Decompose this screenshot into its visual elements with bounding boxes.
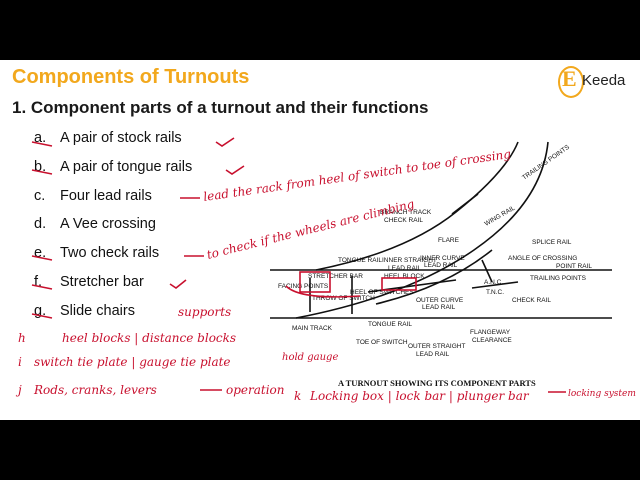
note-item-h: h: [18, 331, 26, 345]
note-check-rails: to check if the wheels are climbing: [205, 197, 416, 262]
item-marker: f.: [34, 273, 43, 290]
note-operation: operation: [226, 383, 285, 397]
label-tnc: T.N.C.: [486, 289, 504, 296]
handwritten-annotations: lead the rack from heel of switch to toe…: [15, 137, 636, 403]
label-outer-straight: OUTER STRAIGHT: [408, 343, 465, 350]
turnout-diagram: TRAILING POINTS BRANCH TRACK CHECK RAIL …: [270, 141, 612, 388]
item-text: A pair of stock rails: [60, 130, 182, 146]
label-splice-rail: SPLICE RAIL: [532, 239, 572, 246]
lead-rail-highlight: [381, 277, 417, 291]
ekeeda-logo: E Keeda: [552, 64, 630, 102]
strike-f: [31, 284, 53, 290]
item-marker: c.: [34, 187, 46, 204]
tick-mark: [169, 279, 187, 289]
logo-ring-icon: [558, 66, 584, 98]
list-item: f. Stretcher bar: [34, 274, 192, 303]
label-point-rail: POINT RAIL: [556, 263, 592, 270]
note-heel-blocks: heel blocks | distance blocks: [62, 331, 236, 345]
label-flare: FLARE: [438, 237, 460, 244]
label-toe-of-switch: TOE OF SWITCH: [356, 339, 408, 346]
item-text: A Vee crossing: [60, 216, 156, 233]
label-clearance: CLEARANCE: [472, 337, 512, 344]
note-locking-system: locking system: [568, 389, 636, 399]
tick-mark: [215, 137, 235, 147]
label-tongue-rail-2: TONGUE RAIL: [368, 321, 412, 328]
item-marker: a.: [34, 130, 47, 146]
item-marker: d.: [34, 216, 47, 233]
vee-crossing: [481, 259, 493, 283]
label-heel-block: HEEL BLOCK: [384, 273, 425, 280]
note-item-i: i: [18, 355, 22, 369]
slide-title: Components of Turnouts: [12, 66, 250, 88]
note-hold-gauge: hold gauge: [282, 352, 338, 363]
label-main-track: MAIN TRACK: [292, 325, 333, 332]
strike-a: [31, 141, 53, 147]
item-text: Two check rails: [60, 245, 160, 262]
label-inner-curve-lead: LEAD RAIL: [424, 262, 458, 269]
strike-b: [31, 169, 53, 175]
tick-mark: [225, 165, 245, 175]
slide-subtitle: 1. Component parts of a turnout and thei…: [12, 98, 429, 117]
label-angle-of-crossing: ANGLE OF CROSSING: [508, 255, 577, 262]
rail-lines: [270, 141, 612, 319]
highlight-stroke: [285, 285, 361, 298]
item-text: Stretcher bar: [60, 273, 144, 290]
stretcher-bar-highlight: [299, 271, 331, 293]
slide: Components of Turnouts E Keeda 1. Compon…: [0, 60, 640, 420]
list-item: d. A Vee crossing: [34, 216, 192, 245]
label-check-rail: CHECK RAIL: [384, 217, 423, 224]
item-text: Slide chairs: [60, 302, 135, 319]
label-trailing-points: TRAILING POINTS: [530, 275, 587, 282]
label-inner-straight: INNER STRAIGHT: [382, 257, 437, 264]
list-item: c. Four lead rails: [34, 188, 192, 217]
note-switch-tie-plate: switch tie plate | gauge tie plate: [34, 355, 231, 369]
item-text: A pair of tongue rails: [60, 158, 193, 175]
label-outer-curve-lead: LEAD RAIL: [422, 304, 456, 311]
label-check-rail-2: CHECK RAIL: [512, 297, 551, 304]
logo-e-icon: E: [562, 66, 577, 91]
note-supports: supports: [178, 305, 231, 319]
label-inner-curve: INNER CURVE: [420, 255, 465, 262]
note-item-j: j: [15, 383, 22, 397]
label-stretcher-bar: STRETCHER BAR: [308, 273, 363, 280]
label-heel-of-switches: HEEL OF SWITCHES: [350, 289, 414, 296]
note-locking: Locking box | lock bar | plunger bar: [309, 389, 530, 403]
check-rail-main: [471, 281, 519, 289]
label-branch-track: BRANCH TRACK: [380, 209, 432, 216]
note-rods: Rods, cranks, levers: [33, 383, 157, 397]
label-flangeway: FLANGEWAY: [470, 329, 511, 336]
label-outer-curve: OUTER CURVE: [416, 297, 464, 304]
item-text: Four lead rails: [60, 187, 152, 204]
strike-e: [31, 255, 53, 261]
list-item: a. A pair of stock rails: [34, 130, 192, 159]
outer-curve-rail: [295, 141, 549, 319]
strike-marks: [31, 137, 566, 393]
label-tongue-rail: TONGUE RAIL: [338, 257, 382, 264]
label-throw-of-switch: THROW OF SWITCH: [312, 295, 375, 302]
inner-curve-rail: [315, 141, 519, 271]
strike-g: [31, 313, 53, 319]
label-anc: A.N.C.: [484, 279, 503, 286]
note-lead-rails: lead the rack from heel of switch to toe…: [202, 147, 512, 204]
label-facing-points: FACING POINTS: [278, 283, 329, 290]
logo-brand-text: Keeda: [582, 72, 626, 89]
note-item-k: k: [294, 389, 301, 403]
label-outer-straight-lead: LEAD RAIL: [416, 351, 450, 358]
diagram-caption: A TURNOUT SHOWING ITS COMPONENT PARTS: [338, 378, 536, 388]
check-rail-branch: [451, 193, 479, 215]
label-lead-rail: LEAD RAIL: [388, 265, 422, 272]
